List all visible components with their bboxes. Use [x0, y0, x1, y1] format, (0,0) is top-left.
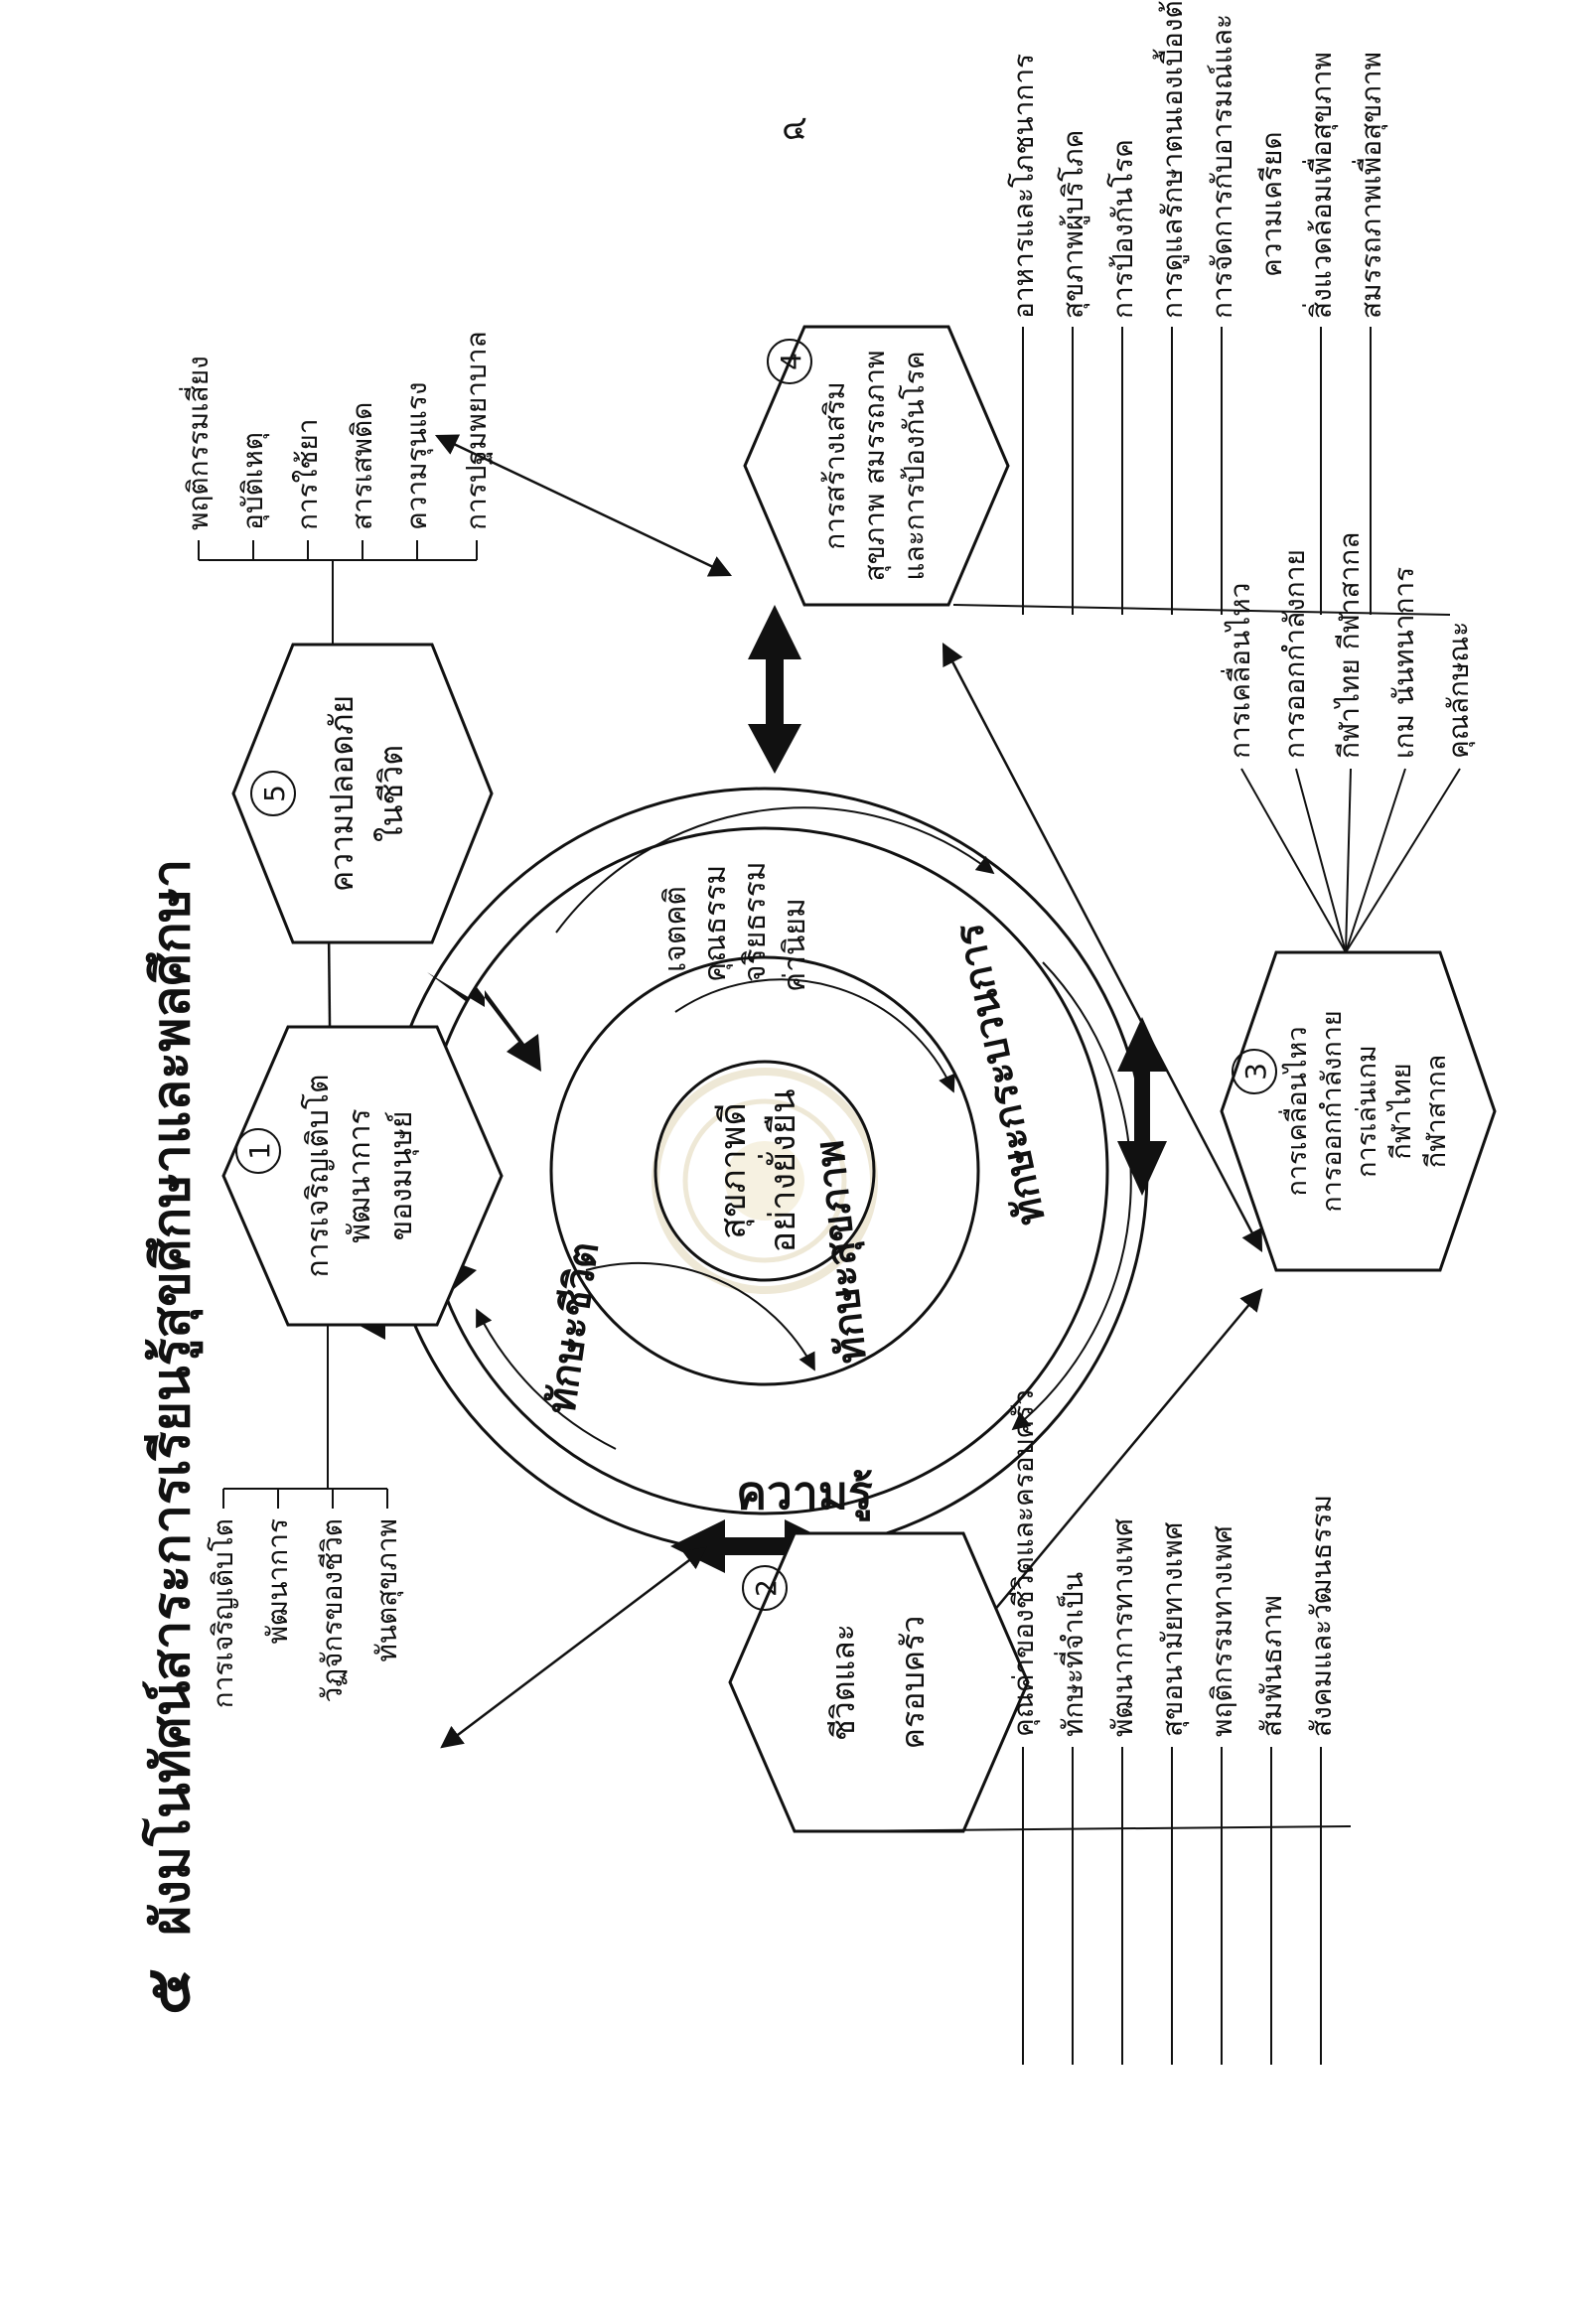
node-health-item: สุขภาพผู้บริโภค	[1057, 130, 1090, 319]
node-health: 4 การสร้างเสริม สุขภาพ สมรรถภาพ และการป้…	[743, 0, 1451, 616]
node-safety-number: 5	[258, 785, 291, 802]
node-health-item: สมรรถภาพเพื่อสุขภาพ	[1352, 52, 1388, 319]
node-movement-line: กีฬาสากล	[1421, 1055, 1452, 1169]
node-family-number-circle	[742, 1565, 788, 1611]
node-safety-line-1: ความปลอดภัย	[323, 695, 361, 892]
node-family-item: ทักษะที่จำเป็น	[1054, 1572, 1089, 1737]
node-safety-item: ความรุนแรง	[400, 381, 434, 530]
node-movement-item: กีฬาไทย กีฬาสากล	[1333, 532, 1366, 759]
node-family-number: 2	[750, 1579, 783, 1597]
value-ethics: จริยธรรม	[738, 861, 773, 982]
thick-arrow-5	[427, 972, 541, 1072]
value-attitude: เจตคติ	[658, 886, 693, 972]
node-family-item: คุณค่าของชีวิตและครอบครัว	[1007, 1389, 1041, 1737]
thick-arrow-4	[748, 605, 801, 774]
node-family-hexagon	[728, 1531, 1030, 1833]
node-family-line-2: ครอบครัว	[894, 1616, 932, 1750]
node-family: 2 ชีวิตและ ครอบครัว คุณค่าของชีวิตและครอ…	[728, 1389, 1352, 2065]
node-health-item: การป้องกันโรค	[1106, 139, 1139, 319]
core-text-2: อย่างยั่งยืน	[758, 1089, 803, 1253]
node-growth-line-3: ของมนุษย์	[384, 1111, 420, 1241]
node-health-line-1: การสร้างเสริม	[818, 381, 851, 549]
node-health-item: การดูแลรักษาตนเองเบื้องต้น	[1152, 0, 1190, 319]
flow-arrow-inner-left	[585, 1261, 815, 1371]
node-movement-item: เกม นันทนาการ	[1387, 567, 1420, 759]
node-health-number: 4	[775, 353, 807, 370]
node-growth-item: พัฒนาการ	[261, 1518, 294, 1644]
title-number: ๕	[131, 1968, 204, 2015]
node-safety-line-2: ในชีวิต	[372, 745, 410, 842]
node-safety-item: พฤติกรรมเสี่ยง	[179, 356, 215, 530]
flow-arrow-outer-left	[476, 1308, 617, 1450]
node-growth-item: การเจริญเติบโต	[207, 1518, 239, 1708]
node-movement-line: การเคลื่อนไหว	[1278, 1026, 1313, 1196]
node-growth-line-2: พัฒนาการ	[343, 1108, 377, 1242]
node-health-line-2: สุขภาพ สมรรถภาพ	[858, 351, 892, 582]
node-health-line-3: และการป้องกันโรค	[898, 351, 931, 580]
node-movement-item: การเคลื่อนไหว	[1221, 583, 1256, 759]
node-growth-number-circle	[235, 1128, 281, 1174]
node-movement-line: การเล่นเกม	[1352, 1045, 1382, 1178]
node-family-item: พัฒนาการทางเพศ	[1106, 1518, 1139, 1737]
node-movement-item: คุณลักษณะ	[1442, 622, 1476, 759]
node-health-item: ความเครียด	[1255, 131, 1288, 277]
node-family-item: สังคมและวัฒนธรรม	[1305, 1495, 1338, 1737]
arrow-4-5	[434, 434, 733, 577]
knowledge-label: ความรู้	[736, 1466, 873, 1521]
value-morality: คุณธรรม	[698, 865, 734, 982]
node-safety-item: สารเสพติด	[346, 402, 378, 530]
node-growth-item: วัฏจักรของชีวิต	[316, 1518, 349, 1702]
node-movement: 3 การเคลื่อนไหว การออกกำลังกาย การเล่นเก…	[1220, 532, 1497, 1272]
node-movement-line: กีฬาไทย	[1386, 1063, 1417, 1159]
health-skills-label: ทักษะสุขภาพ	[806, 1138, 877, 1366]
node-family-item: สัมพันธภาพ	[1255, 1595, 1288, 1737]
node-growth-line-1: การเจริญเติบโต	[300, 1074, 336, 1277]
node-safety: 5 ความปลอดภัย ในชีวิต พฤติกรรมเสี่ยง อุบ…	[179, 331, 494, 944]
arrow-1-2	[440, 1546, 707, 1749]
node-safety-item: การใช้ยา	[291, 418, 324, 530]
node-movement-number-circle	[1232, 1049, 1277, 1094]
node-movement-line: การออกกำลังกาย	[1317, 1010, 1348, 1212]
value-values: ค่านิยม	[778, 898, 812, 992]
node-growth-number: 1	[243, 1142, 276, 1160]
node-safety-item: การปฐมพยาบาล	[460, 331, 493, 530]
page-number: ๔	[782, 108, 807, 148]
node-safety-item: อุบัติเหตุ	[236, 432, 270, 530]
core-text-1: สุขภาพดี	[713, 1102, 755, 1239]
node-growth: 1 การเจริญเติบโต พัฒนาการ ของมนุษย์ การเ…	[207, 1025, 504, 1708]
arrow-3-4	[942, 643, 1263, 1252]
node-growth-item: ทันตสุขภาพ	[370, 1518, 404, 1662]
node-health-item: สิ่งแวดล้อมเพื่อสุขภาพ	[1302, 52, 1339, 319]
node-growth-hexagon	[221, 1025, 504, 1327]
node-health-number-circle	[767, 339, 812, 384]
node-movement-number: 3	[1239, 1063, 1272, 1081]
node-health-hexagon	[743, 325, 1010, 607]
flow-arrow-outer-right	[555, 806, 995, 934]
node-family-item: พฤติกรรมทางเพศ	[1206, 1525, 1238, 1737]
node-safety-number-circle	[250, 771, 296, 816]
node-movement-item: การออกกำลังกาย	[1278, 549, 1311, 759]
flow-arrow-inner-right	[674, 978, 955, 1093]
node-health-item: การจัดการกับอารมณ์และ	[1206, 14, 1238, 319]
node-family-line-1: ชีวิตและ	[824, 1624, 862, 1741]
core-ring	[653, 1060, 876, 1282]
life-skills-label: ทักษะชีวิต	[538, 1239, 608, 1417]
node-health-item: อาหารและโภชนาการ	[1007, 54, 1040, 319]
diagram-title: ผังมโนทัศน์สาระการเรียนรู้สุขศึกษาและพลศ…	[140, 859, 204, 1936]
node-safety-hexagon	[231, 643, 494, 944]
node-movement-hexagon	[1220, 950, 1497, 1272]
node-family-item: สุขอนามัยทางเพศ	[1156, 1521, 1190, 1737]
